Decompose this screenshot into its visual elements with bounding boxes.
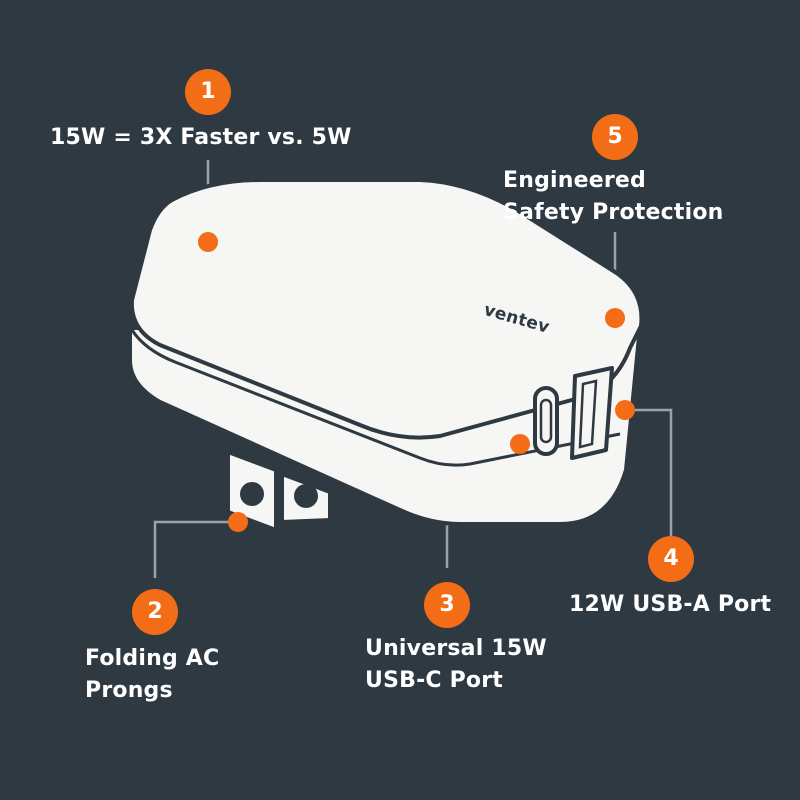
badge-5: 5 [592,114,638,160]
leader-line-2 [153,520,238,578]
marker-dot-3 [510,434,530,454]
usb-c-port [533,386,559,456]
callout-1-line-1: 15W = 3X Faster vs. 5W [50,125,352,150]
callout-1-text: 15W = 3X Faster vs. 5W [50,122,352,154]
body-seam [130,329,621,467]
marker-dot-4 [615,400,635,420]
callout-3-text: Universal 15W USB-C Port [365,633,547,697]
callout-5-line-1: Engineered [503,168,647,193]
callout-2-line-2: Prongs [85,678,173,703]
badge-4: 4 [648,536,694,582]
callout-4-text: 12W USB-A Port [569,589,771,621]
badge-2: 2 [132,589,178,635]
callout-4-line-1: 12W USB-A Port [569,592,772,617]
marker-dot-2 [228,512,248,532]
callout-2-text: Folding AC Prongs [85,643,219,707]
callout-5-line-2: Safety Protection [503,200,724,225]
badge-1: 1 [185,69,231,115]
callout-5-text: Engineered Safety Protection [503,165,724,229]
prong-left [226,449,278,533]
callout-2-line-1: Folding AC [85,646,220,671]
usb-a-port [570,366,614,460]
callout-3-line-1: Universal 15W [365,636,547,661]
charger-body-top [129,178,644,440]
prong-right [280,471,332,525]
badge-3: 3 [424,582,470,628]
leader-line-4 [625,408,673,538]
callout-3-line-2: USB-C Port [365,668,504,693]
marker-dot-5 [605,308,625,328]
marker-dot-1 [198,232,218,252]
